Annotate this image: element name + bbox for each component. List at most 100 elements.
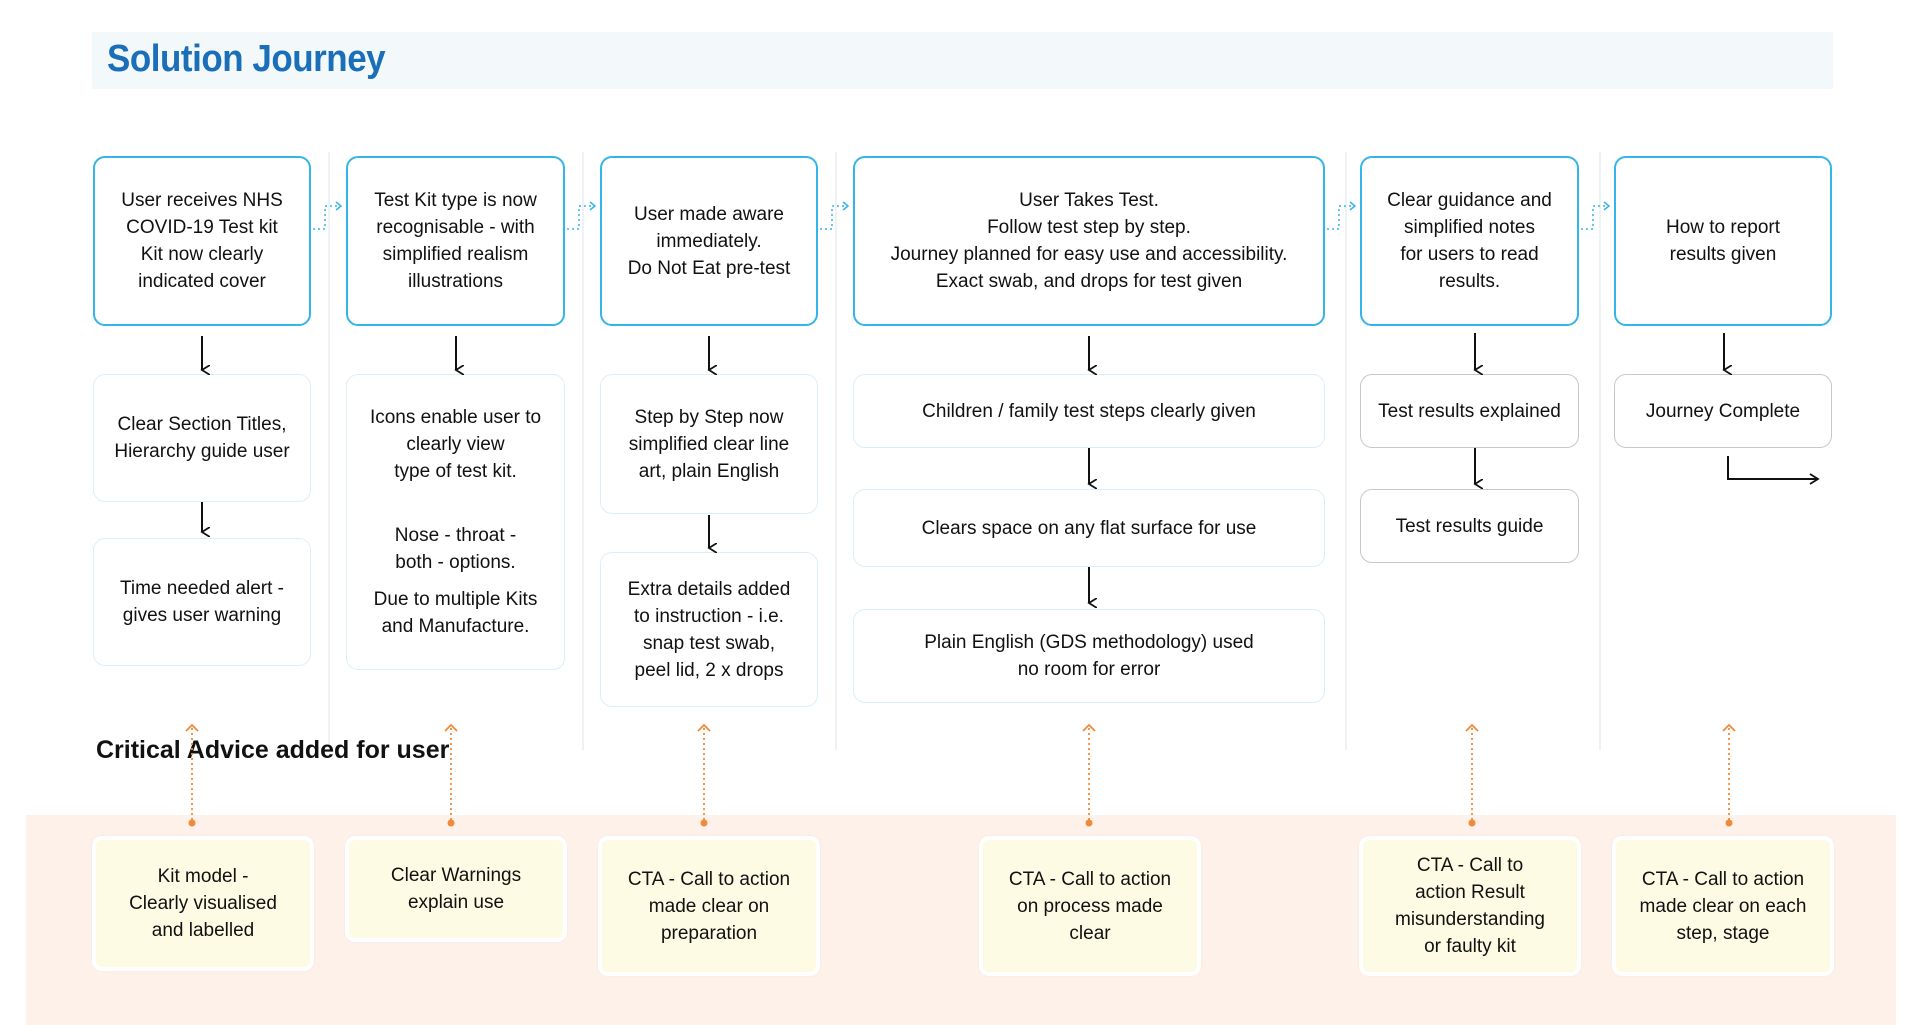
header-line: Exact swab, and drops for test given — [935, 271, 1243, 292]
cta-line: CTA - Call to action — [1641, 868, 1805, 890]
cta-line: on process made — [1017, 895, 1163, 917]
cta-line: action Result — [1415, 882, 1525, 903]
step-line: Clear Section Titles, — [117, 414, 287, 435]
header-line: User made aware — [634, 203, 784, 225]
cta-line: Kit model - — [157, 866, 249, 887]
step-line: Test results explained — [1378, 400, 1561, 422]
step-line: no room for error — [1017, 659, 1161, 680]
dotted-connector-icon — [313, 205, 338, 230]
step-line: to instruction - i.e. — [634, 605, 784, 627]
column-divider — [582, 152, 584, 750]
journey-step: Step by Step now simplified clear line a… — [600, 374, 818, 514]
journey-header-3: User made aware immediately. Do Not Eat … — [600, 156, 818, 326]
journey-step: Test results guide — [1360, 489, 1579, 563]
header-line: illustrations — [407, 271, 504, 292]
step-line: Test results guide — [1395, 515, 1544, 537]
step-line: Extra details added — [627, 578, 791, 600]
header-line: Do Not Eat pre-test — [627, 257, 791, 279]
journey-step: Journey Complete — [1614, 374, 1832, 448]
step-line: and Manufacture. — [381, 616, 530, 637]
header-line: immediately. — [656, 230, 762, 252]
header-line: simplified realism — [382, 244, 529, 265]
header-line: indicated cover — [138, 271, 266, 292]
journey-header-4: User Takes Test. Follow test step by ste… — [853, 156, 1325, 326]
cta-line: CTA - Call to action — [627, 868, 791, 890]
cta-line: Clearly visualised — [129, 893, 277, 914]
dotted-connector-icon — [1581, 205, 1606, 230]
step-line: Hierarchy guide user — [114, 441, 290, 462]
step-line: peel lid, 2 x drops — [634, 659, 784, 681]
header-line: User Takes Test. — [1019, 190, 1159, 211]
step-line: Due to multiple Kits — [373, 589, 538, 610]
step-line: art, plain English — [638, 460, 780, 482]
journey-header-1: User receives NHS COVID-19 Test kit Kit … — [93, 156, 311, 326]
cta-box: Clear Warnings explain use — [345, 836, 567, 942]
cta-line: CTA - Call to action — [1008, 868, 1172, 890]
column-divider — [1599, 152, 1601, 750]
dotted-connector-icon — [1327, 205, 1352, 230]
cta-box: CTA - Call to action made clear on each … — [1612, 836, 1834, 976]
title-band — [92, 32, 1833, 89]
journey-header-2: Test Kit type is now recognisable - with… — [346, 156, 565, 326]
journey-step: Icons enable user to clearly view type o… — [346, 374, 565, 670]
header-line: simplified notes — [1404, 217, 1535, 238]
cta-box: Kit model - Clearly visualised and label… — [92, 836, 314, 971]
dotted-connector-icon — [820, 205, 845, 230]
cta-line: or faulty kit — [1424, 936, 1516, 957]
step-line: gives user warning — [122, 605, 282, 626]
header-line: How to report — [1665, 217, 1781, 238]
end-arrow-icon — [1727, 456, 1820, 485]
step-line: simplified clear line — [628, 433, 790, 455]
header-line: for users to read — [1400, 244, 1539, 265]
header-line: COVID-19 Test kit — [126, 217, 278, 238]
journey-step: Plain English (GDS methodology) used no … — [853, 609, 1325, 703]
critical-advice-label: Critical Advice added for user — [96, 736, 450, 764]
journey-step: Clear Section Titles, Hierarchy guide us… — [93, 374, 311, 502]
step-line: Nose - throat - — [394, 525, 517, 546]
header-line: results. — [1438, 271, 1501, 292]
cta-line: Clear Warnings — [390, 865, 522, 886]
column-divider — [328, 152, 330, 750]
journey-step: Children / family test steps clearly giv… — [853, 374, 1325, 448]
header-line: results given — [1669, 244, 1777, 265]
cta-line: CTA - Call to — [1416, 855, 1524, 876]
step-line: type of test kit. — [394, 461, 517, 482]
cta-line: preparation — [660, 922, 758, 944]
journey-header-6: How to report results given — [1614, 156, 1832, 326]
step-line: clearly view — [406, 434, 505, 455]
journey-step: Test results explained — [1360, 374, 1579, 448]
step-line: Children / family test steps clearly giv… — [922, 400, 1256, 422]
step-line: Plain English (GDS methodology) used — [924, 632, 1254, 653]
cta-line: made clear on each — [1639, 895, 1807, 917]
page-title: Solution Journey — [107, 38, 386, 80]
step-line: Step by Step now — [634, 406, 784, 428]
journey-step: Extra details added to instruction - i.e… — [600, 552, 818, 707]
cta-line: clear — [1069, 922, 1111, 944]
advice-band — [26, 815, 1896, 1025]
header-line: Follow test step by step. — [987, 217, 1191, 238]
cta-line: and labelled — [151, 920, 255, 941]
cta-line: explain use — [407, 892, 505, 913]
cta-line: misunderstanding — [1395, 909, 1545, 930]
header-line: recognisable - with — [376, 217, 535, 238]
step-line: Icons enable user to — [369, 407, 542, 428]
journey-header-5: Clear guidance and simplified notes for … — [1360, 156, 1579, 326]
column-divider — [835, 152, 837, 750]
header-line: Clear guidance and — [1387, 190, 1552, 211]
header-line: Test Kit type is now — [374, 190, 537, 211]
journey-step: Clears space on any flat surface for use — [853, 489, 1325, 567]
header-line: Kit now clearly — [140, 244, 264, 265]
step-line: snap test swab, — [642, 632, 776, 654]
header-line: User receives NHS — [121, 190, 283, 211]
step-line: Time needed alert - — [119, 578, 285, 599]
step-line: Journey Complete — [1645, 400, 1801, 422]
cta-line: made clear on — [648, 895, 770, 917]
column-divider — [1345, 152, 1347, 750]
cta-box: CTA - Call to action Result misunderstan… — [1359, 836, 1581, 976]
header-line: Journey planned for easy use and accessi… — [890, 244, 1288, 265]
step-line: both - options. — [395, 552, 516, 573]
dotted-connector-icon — [567, 205, 592, 230]
journey-step: Time needed alert - gives user warning — [93, 538, 311, 666]
cta-box: CTA - Call to action on process made cle… — [979, 836, 1201, 976]
cta-box: CTA - Call to action made clear on prepa… — [598, 836, 820, 976]
